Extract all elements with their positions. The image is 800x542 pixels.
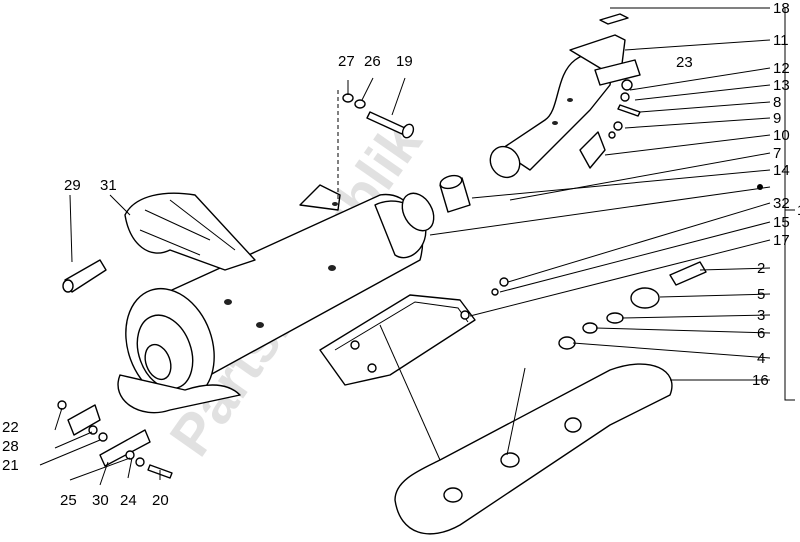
callout-18: 18 — [773, 0, 790, 17]
callout-15: 15 — [773, 214, 790, 231]
callout-16: 16 — [752, 372, 769, 389]
gasket-18 — [599, 13, 629, 25]
callout-6: 6 — [757, 325, 765, 342]
callout-2: 2 — [757, 260, 765, 277]
callout-25: 25 — [60, 492, 77, 509]
callout-10: 10 — [773, 127, 790, 144]
callout-27: 27 — [338, 53, 355, 70]
callout-30: 30 — [92, 492, 109, 509]
bracket-10 — [579, 131, 606, 169]
heat-shield-31 — [124, 192, 256, 271]
callout-1: 1 — [797, 202, 800, 219]
leader-lines — [39, 7, 795, 486]
callout-22: 22 — [2, 419, 19, 436]
muffler-body — [117, 184, 435, 414]
callout-labels: 18 11 23 12 13 8 9 10 7 14 32 1 15 17 2 … — [2, 0, 800, 509]
callout-21: 21 — [2, 457, 19, 474]
callout-12: 12 — [773, 60, 790, 77]
callout-11: 11 — [773, 32, 789, 49]
exhaust-pipe-11 — [489, 34, 641, 179]
callout-14: 14 — [773, 162, 790, 179]
callout-26: 26 — [364, 53, 381, 70]
rubber-damper — [491, 261, 707, 350]
callout-23: 23 — [676, 54, 693, 71]
callout-4: 4 — [757, 350, 765, 367]
callout-9: 9 — [773, 110, 781, 127]
callout-31: 31 — [100, 177, 117, 194]
callout-8: 8 — [773, 94, 781, 111]
callout-7: 7 — [773, 145, 781, 162]
callout-29: 29 — [64, 177, 81, 194]
callout-28: 28 — [2, 438, 19, 455]
callout-32: 32 — [773, 195, 790, 212]
callout-13: 13 — [773, 77, 790, 94]
bolt-19 — [342, 93, 415, 139]
callout-19: 19 — [396, 53, 413, 70]
callout-24: 24 — [120, 492, 137, 509]
callout-17: 17 — [773, 232, 790, 249]
heat-guard-16 — [394, 363, 673, 535]
mount-bracket — [319, 294, 476, 386]
small-hardware-set — [608, 79, 641, 139]
callout-3: 3 — [757, 307, 765, 324]
callout-5: 5 — [757, 286, 765, 303]
callout-20: 20 — [152, 492, 169, 509]
sleeve-14 — [439, 174, 471, 213]
pin-29 — [62, 259, 107, 293]
